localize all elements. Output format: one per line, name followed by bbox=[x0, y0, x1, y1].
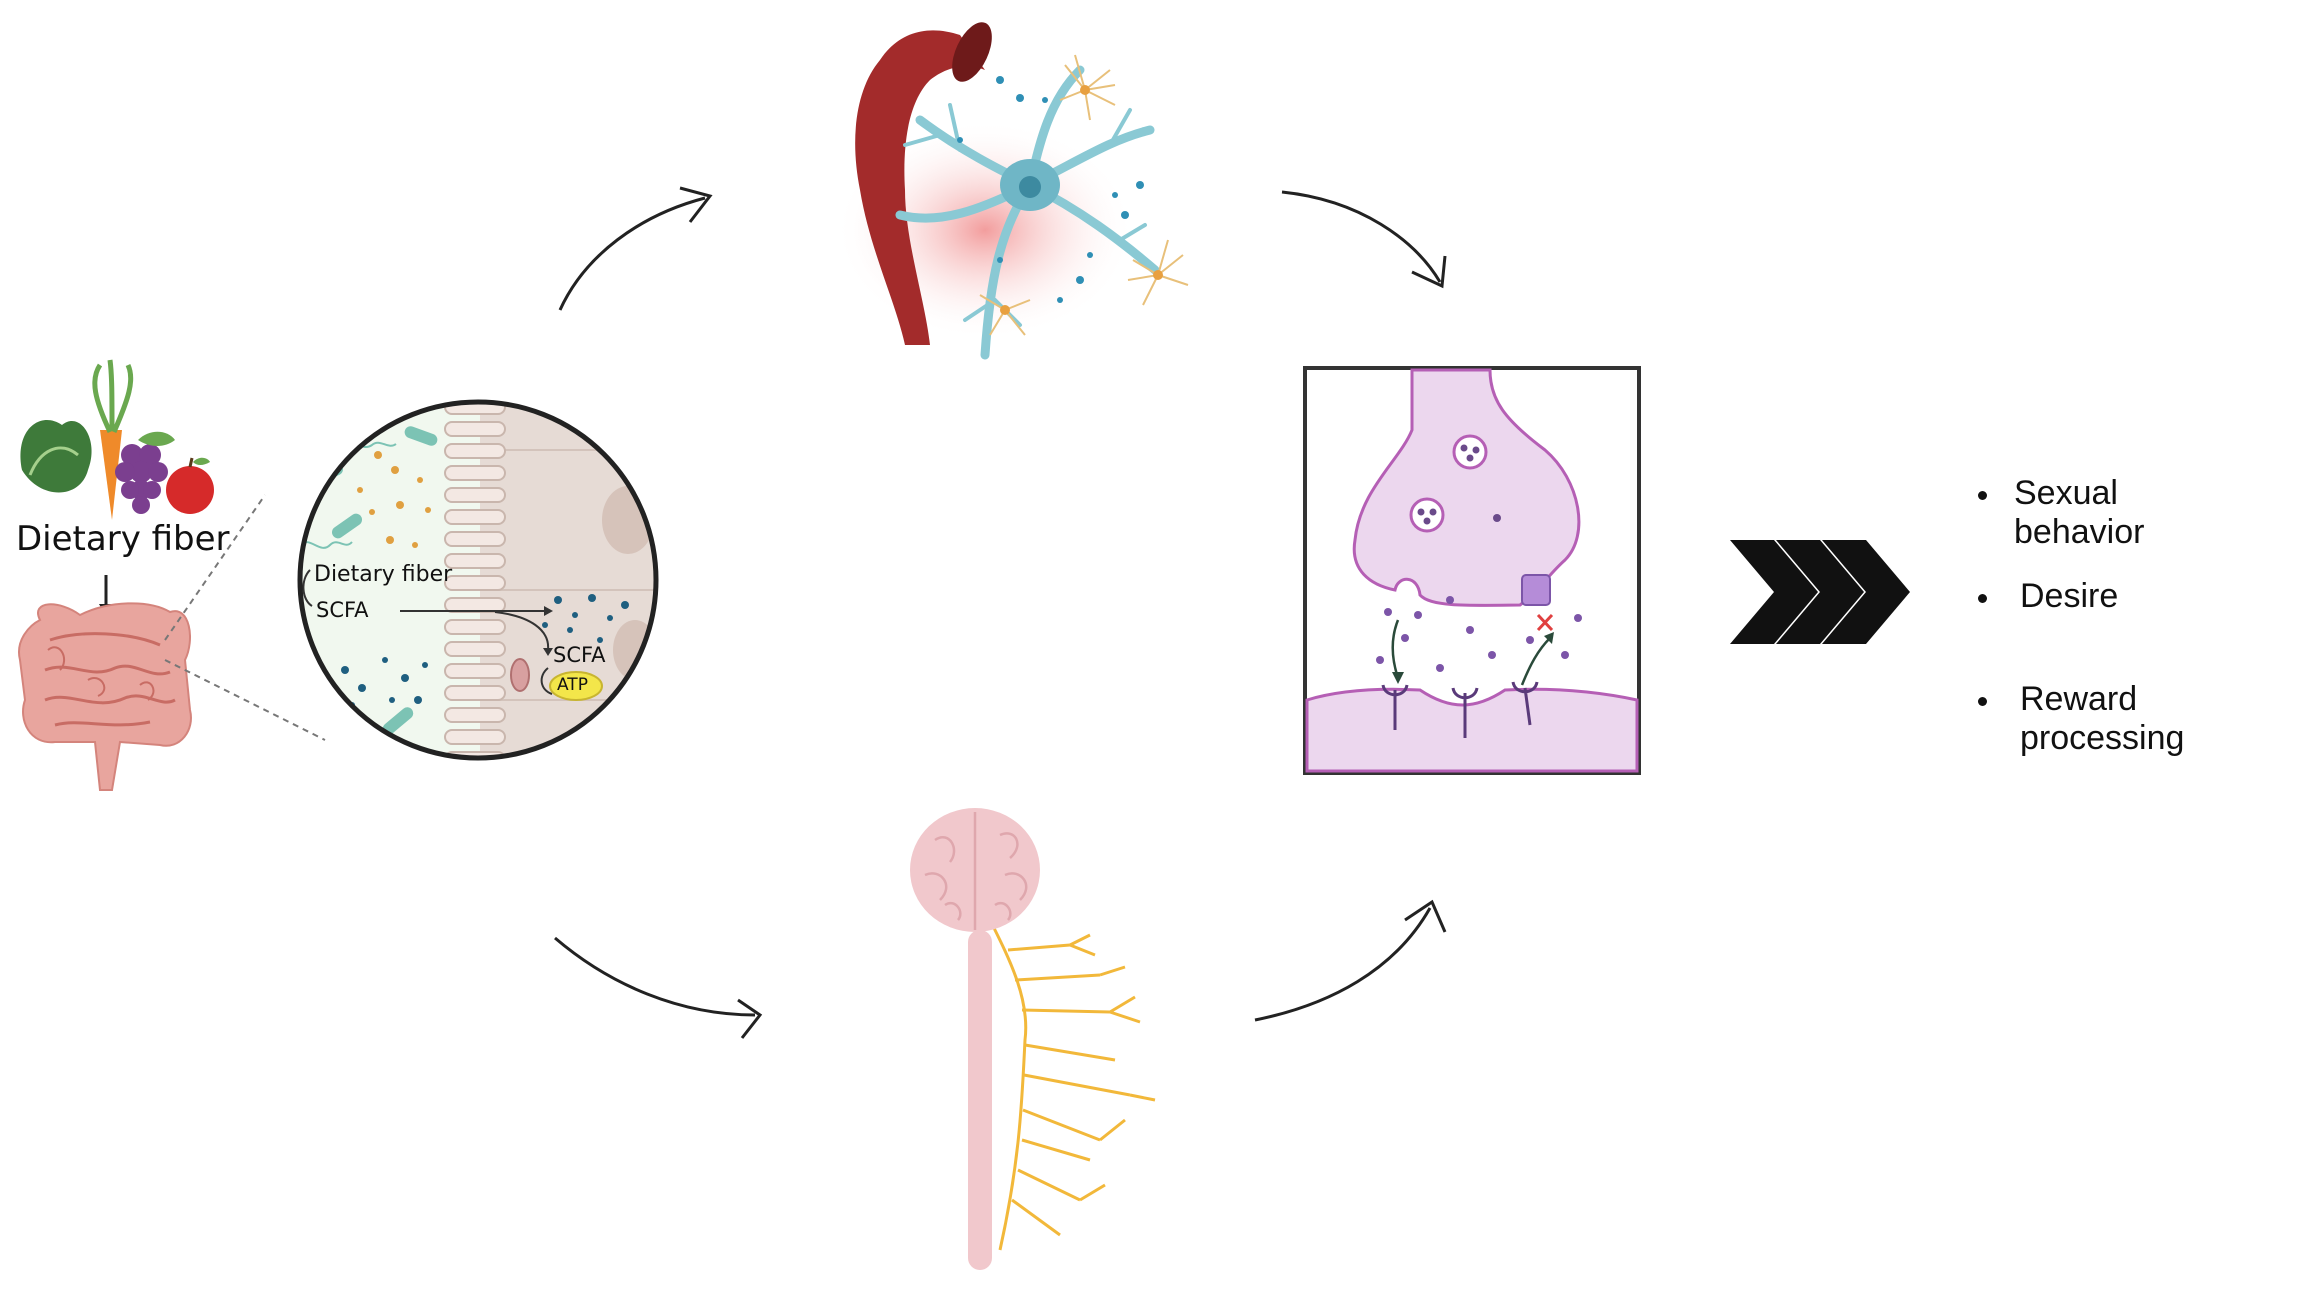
zoom-dietary-fiber-label: Dietary fiber bbox=[314, 562, 453, 587]
arrow-cns-to-synapse bbox=[1254, 907, 1432, 1022]
zoom-atp-label: ATP bbox=[557, 675, 588, 695]
arrow-gut-to-cns bbox=[554, 936, 756, 1017]
brain-spinal-cord-icon bbox=[910, 808, 1156, 1270]
synapse-panel bbox=[1303, 366, 1641, 775]
zoom-scfa-left-label: SCFA bbox=[316, 598, 369, 622]
intestine-icon bbox=[18, 602, 192, 791]
cycle-arrows bbox=[554, 186, 1447, 1039]
bullet-icon bbox=[1978, 697, 1987, 706]
zoom-scfa-right-label: SCFA bbox=[553, 643, 606, 667]
dietary-fiber-label: Dietary fiber bbox=[16, 519, 230, 559]
arrow-gut-to-blood bbox=[558, 196, 706, 311]
zoom-guide-bottom bbox=[164, 659, 326, 741]
zoom-guide-top bbox=[164, 494, 266, 641]
outcome-desire: Desire bbox=[2020, 577, 2119, 615]
arrow-blood-to-synapse bbox=[1281, 190, 1442, 283]
outcome-sexual-behavior: Sexual behavior bbox=[2014, 474, 2145, 551]
blood-brain-neuron-icon bbox=[835, 22, 1189, 360]
chevrons-icon bbox=[1730, 540, 1910, 644]
bullet-icon bbox=[1978, 594, 1987, 603]
bullet-icon bbox=[1978, 491, 1987, 500]
outcome-reward-processing: Reward processing bbox=[2020, 680, 2185, 757]
vegetables-icon bbox=[20, 359, 214, 520]
